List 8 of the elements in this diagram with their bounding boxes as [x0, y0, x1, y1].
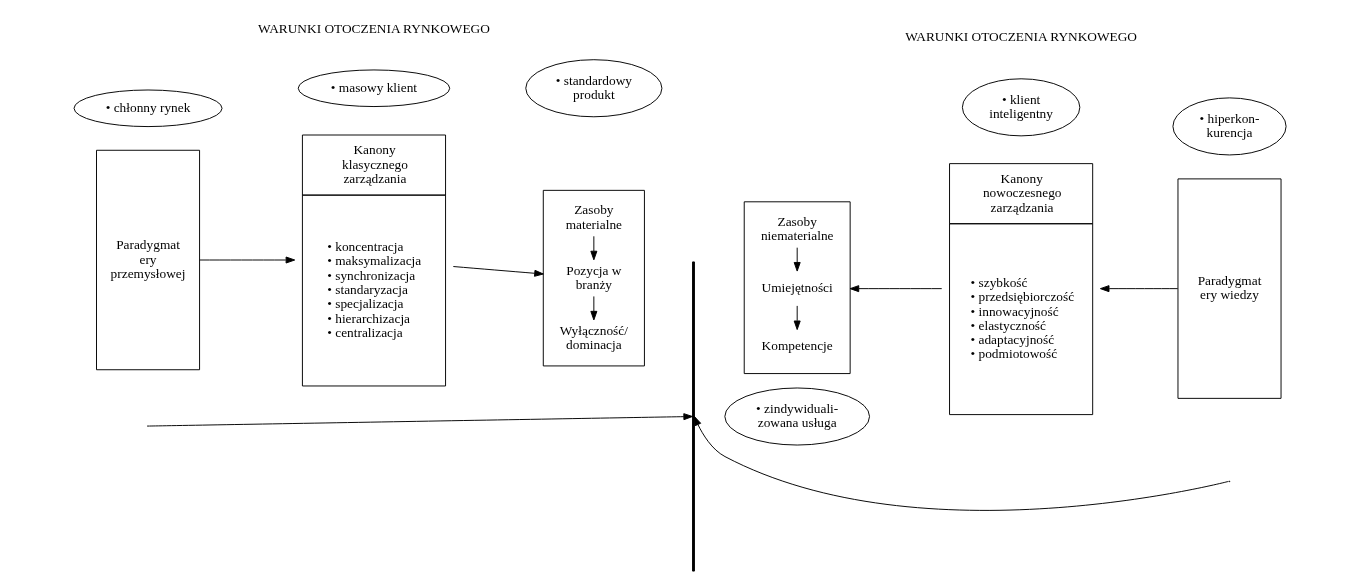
label: WARUNKI OTOCZENIA RYNKOWEGO	[258, 20, 490, 36]
node-text: Wyłączność/ dominacja	[559, 322, 628, 352]
label: WARUNKI OTOCZENIA RYNKOWEGO	[905, 29, 1137, 45]
node-text: Kompetencje	[761, 338, 833, 354]
node-text: Pozycja w branży	[566, 262, 622, 292]
node-text: Zasoby niematerialne	[760, 213, 834, 244]
node-text: Umiejętności	[761, 280, 833, 296]
node-text: Zasoby materialne	[565, 202, 623, 232]
